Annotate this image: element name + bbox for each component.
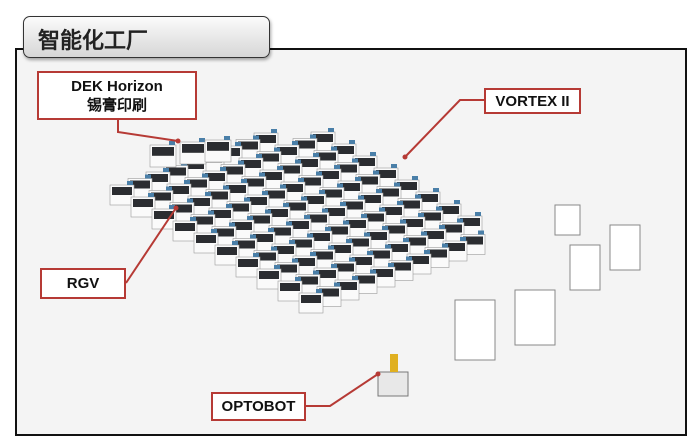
- callout-rgv: RGV: [40, 268, 126, 299]
- equipment-extras: [377, 204, 641, 397]
- callout-dek-desc: 锡膏印刷: [86, 96, 147, 114]
- machine: [214, 241, 240, 266]
- callout-dek-name: DEK Horizon: [71, 77, 163, 95]
- machine-grid: [109, 128, 486, 314]
- machine: [256, 265, 282, 290]
- dek-leader-line: [117, 120, 179, 142]
- callout-rgv-label: RGV: [66, 275, 100, 292]
- machine: [298, 289, 324, 314]
- title-tab: 智能化工厂: [23, 16, 270, 58]
- callout-optobot: OPTOBOT: [211, 392, 306, 421]
- machine: [172, 217, 198, 242]
- callout-dek-horizon: DEK Horizon 锡膏印刷: [37, 71, 197, 120]
- optobot-leader-line: [306, 373, 379, 407]
- vortex-leader-line: [404, 99, 484, 158]
- dek-printer: [149, 141, 177, 168]
- robot-arm: [390, 354, 398, 372]
- rgv-leader-line: [125, 207, 177, 284]
- optobot-robot: [377, 371, 409, 397]
- conveyor-module: [609, 224, 641, 271]
- conveyor-module: [554, 204, 581, 236]
- callout-vortex-label: VORTEX II: [495, 92, 570, 110]
- dek-printer: [179, 138, 207, 165]
- callout-lines: [117, 99, 484, 407]
- machine: [193, 229, 219, 254]
- machine: [130, 193, 156, 218]
- dek-printer: [204, 136, 232, 163]
- machine: [277, 277, 303, 302]
- page-title: 智能化工厂: [38, 29, 149, 54]
- conveyor-module: [514, 289, 556, 346]
- conveyor-module: [454, 299, 496, 361]
- callout-vortex: VORTEX II: [484, 88, 581, 114]
- callout-optobot-label: OPTOBOT: [221, 398, 296, 415]
- machine: [235, 253, 261, 278]
- machine: [109, 181, 135, 206]
- callout-dots: [173, 138, 408, 377]
- conveyor-module: [569, 244, 601, 291]
- machine: [151, 205, 177, 230]
